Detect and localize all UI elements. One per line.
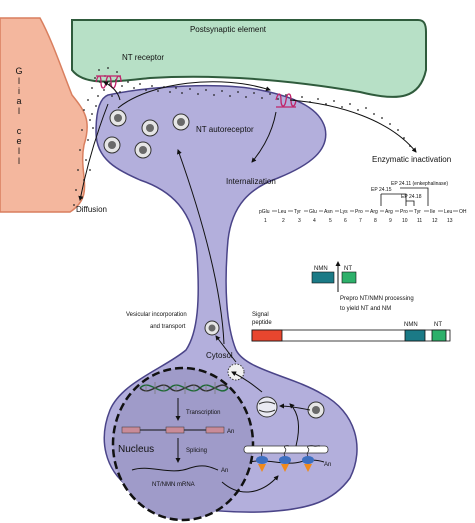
signal-peptide-label-2: peptide	[252, 320, 272, 326]
svg-text:1: 1	[264, 218, 267, 224]
mrna-label: NT/NMN mRNA	[152, 482, 195, 488]
svg-text:i: i	[18, 86, 20, 96]
mrna-strand	[131, 465, 219, 472]
processing-label-1: Prepro NT/NMN processing	[340, 296, 414, 302]
nucleus	[111, 366, 255, 522]
vesicular-label-2: and transport	[150, 324, 186, 330]
nt-receptor-label: NT receptor	[122, 53, 164, 62]
svg-text:G: G	[15, 66, 22, 76]
svg-text:12: 12	[432, 218, 438, 224]
glial-cell-label: G l i a l c e l l	[15, 66, 22, 166]
nt-product	[341, 271, 357, 284]
svg-text:c: c	[17, 126, 22, 136]
cytosol-label: Cytosol	[206, 351, 233, 360]
internalization-label: Internalization	[226, 177, 276, 186]
residue: Pro	[400, 209, 408, 215]
ribosome-icon	[256, 456, 314, 472]
svg-text:10: 10	[402, 218, 408, 224]
nmn-top-label: NMN	[314, 266, 328, 272]
released-nt-dots	[73, 67, 411, 206]
residue: Lys	[340, 209, 348, 215]
svg-text:a: a	[16, 96, 21, 106]
residue: Asn	[324, 209, 333, 215]
cleavage-markers	[380, 187, 429, 206]
nt-autoreceptor-icon	[275, 93, 297, 108]
nt-top-label: NT	[344, 266, 352, 272]
residue: Tyr	[414, 209, 421, 215]
svg-text:6: 6	[344, 218, 347, 224]
svg-text:l: l	[18, 106, 20, 116]
residue: pGlu	[259, 209, 270, 215]
residue: OH	[459, 209, 467, 215]
svg-text:11: 11	[417, 218, 422, 224]
export-arrow	[221, 475, 279, 493]
residue: Glu	[309, 209, 317, 215]
pathway-arrows	[78, 81, 417, 411]
splicing-label: Splicing	[186, 448, 207, 454]
postsynaptic-label: Postsynaptic element	[190, 25, 267, 34]
diffusion-label: Diffusion	[76, 205, 107, 214]
enzymatic-inactivation-label: Enzymatic inactivation	[372, 155, 451, 164]
residue: Arg	[370, 209, 378, 215]
svg-text:5: 5	[329, 218, 332, 224]
residue: Arg	[385, 209, 393, 215]
dna-helix-icon	[139, 382, 229, 394]
terminal-vesicles	[103, 109, 190, 159]
nt-segment	[431, 329, 447, 342]
residue: Ile	[430, 209, 436, 215]
svg-text:13: 13	[447, 218, 453, 224]
svg-text:9: 9	[389, 218, 392, 224]
nmn-product	[311, 271, 335, 284]
an-ribo-label: An	[324, 462, 331, 468]
svg-text:e: e	[16, 136, 21, 146]
residue: Leu	[444, 209, 453, 215]
svg-text:l: l	[18, 76, 20, 86]
vesicular-label-1: Vesicular incorporation	[126, 312, 187, 318]
ep-2418-label: EP 24.18	[401, 194, 422, 200]
glial-cell	[0, 17, 88, 213]
svg-text:3: 3	[298, 218, 301, 224]
svg-text:7: 7	[359, 218, 362, 224]
residue: Leu	[278, 209, 287, 215]
postsynaptic-element	[71, 19, 427, 98]
peptide-sequence: pGlu Leu Tyr Glu Asn Lys Pro Arg Arg Pro…	[259, 209, 467, 224]
svg-text:l: l	[18, 156, 20, 166]
axon-vesicle	[204, 320, 220, 336]
signal-peptide-segment	[251, 329, 283, 342]
transcription-label: Transcription	[186, 410, 220, 416]
svg-text:2: 2	[282, 218, 285, 224]
nt-bar-label: NT	[434, 322, 442, 328]
svg-text:8: 8	[374, 218, 377, 224]
signal-peptide-label-1: Signal	[252, 312, 269, 318]
nt-autoreceptor-label: NT autoreceptor	[196, 125, 254, 134]
processing-label-2: to yield NT and NM	[340, 306, 391, 312]
nucleus-label: Nucleus	[118, 444, 154, 455]
svg-text:l: l	[18, 146, 20, 156]
pre-mrna: An	[121, 426, 234, 435]
nmn-bar-label: NMN	[404, 322, 418, 328]
svg-text:4: 4	[313, 218, 316, 224]
residue: Tyr	[294, 209, 301, 215]
nt-receptor-icon	[95, 75, 122, 89]
nascent-peptides	[261, 445, 321, 457]
ep-2415-label: EP 24.15	[371, 187, 392, 193]
golgi-vesicle	[256, 396, 278, 418]
an-dna-label: An	[227, 429, 234, 435]
an-mrna-label: An	[221, 468, 228, 474]
soma-vesicle	[307, 401, 325, 419]
nmn-segment	[404, 329, 426, 342]
residue: Pro	[355, 209, 363, 215]
ep-2411-label: EP 24.11 (enkephalinase)	[391, 181, 448, 187]
er-to-golgi-arrow	[289, 403, 299, 447]
